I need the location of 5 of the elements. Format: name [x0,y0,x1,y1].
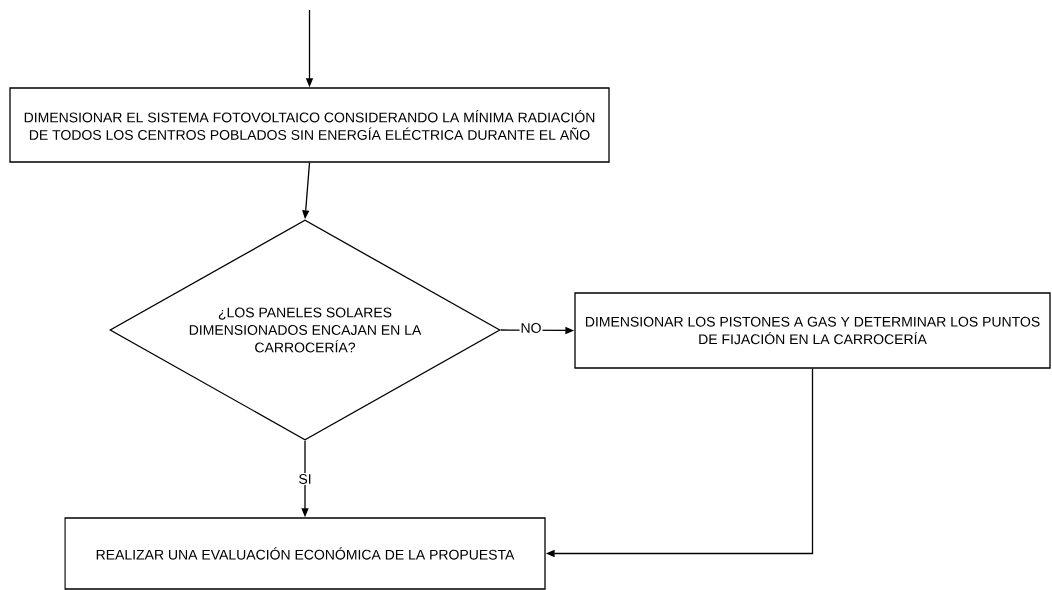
process-box: DIMENSIONAR EL SISTEMA FOTOVOLTAICO CONSIDERANDO LA MÍNIMA RADIACIÓN DE TODOS LOS CENTROS POBLADOS SIN ENERGÍA ELÉCTRICA DURANTE EL AÑO [9,87,610,163]
edge-label: SI [297,473,313,485]
edge-label: NO [519,322,543,334]
process-box: DIMENSIONAR LOS PISTONES A GAS Y DETERMINAR LOS PUNTOS DE FIJACIÓN EN LA CARROCERÍA [574,292,1051,369]
process-box: REALIZAR UNA EVALUACIÓN ECONÓMICA DE LA PROPUESTA [64,517,546,590]
